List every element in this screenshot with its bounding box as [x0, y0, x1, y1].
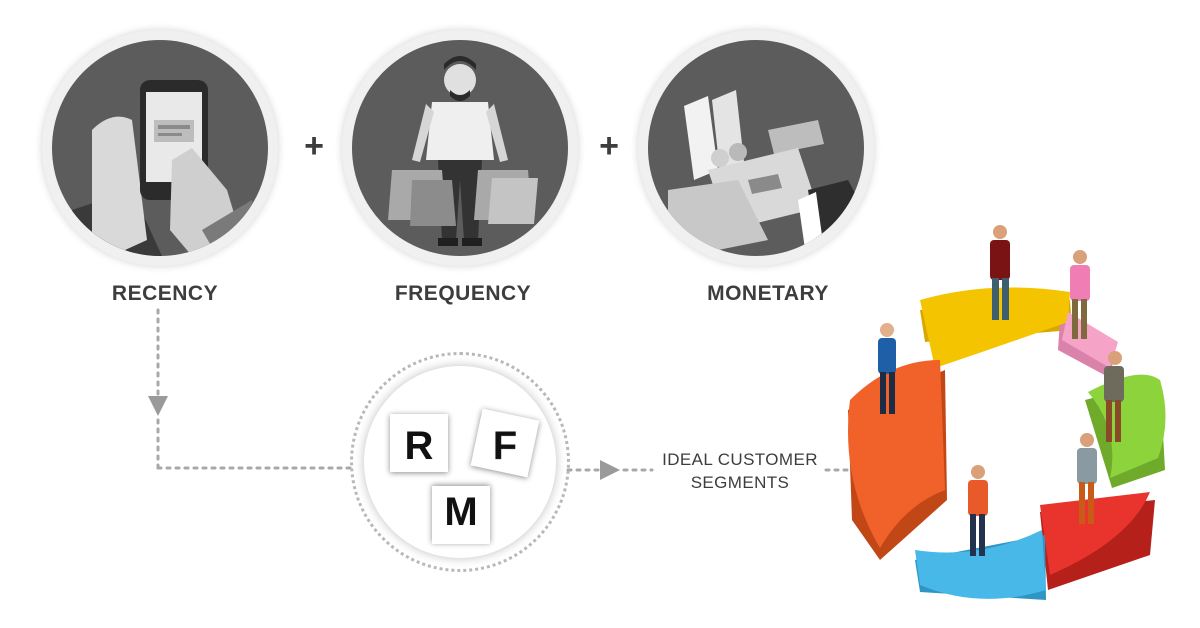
segment-orange: [848, 360, 945, 548]
shopper-with-bags-icon: [352, 40, 568, 256]
segment-blue: [915, 530, 1046, 599]
plus-operator-2: +: [599, 127, 619, 165]
letter-r: R: [404, 423, 434, 468]
segment-yellow: [920, 287, 1070, 368]
arrow-right-icon: [600, 460, 620, 480]
rfm-letter-r: R: [390, 414, 448, 472]
rfm-dotted-ring: [350, 352, 570, 572]
segments-label: IDEAL CUSTOMER SEGMENTS: [640, 448, 840, 494]
recency-circle: [42, 30, 278, 266]
payment-hand-icon: [648, 40, 864, 256]
person-figure-6: [968, 465, 988, 556]
metric-label-recency: RECENCY: [111, 282, 219, 305]
arrow-down-icon: [148, 396, 168, 416]
person-figure-1: [878, 323, 896, 414]
person-figure-5: [1077, 433, 1097, 524]
segments-label-line2: SEGMENTS: [690, 473, 790, 492]
segments-label-line1: IDEAL CUSTOMER: [662, 450, 818, 469]
monetary-circle: [638, 30, 874, 266]
person-figure-3: [1070, 250, 1090, 339]
phone-tap-icon: [52, 40, 268, 256]
person-figure-4: [1104, 351, 1124, 442]
frequency-circle: [342, 30, 578, 266]
plus-operator-1: +: [304, 127, 324, 165]
metric-label-monetary: MONETARY: [707, 282, 829, 305]
metric-label-frequency: FREQUENCY: [394, 282, 532, 305]
segment-red: [1040, 492, 1150, 575]
person-figure-2: [990, 225, 1010, 320]
